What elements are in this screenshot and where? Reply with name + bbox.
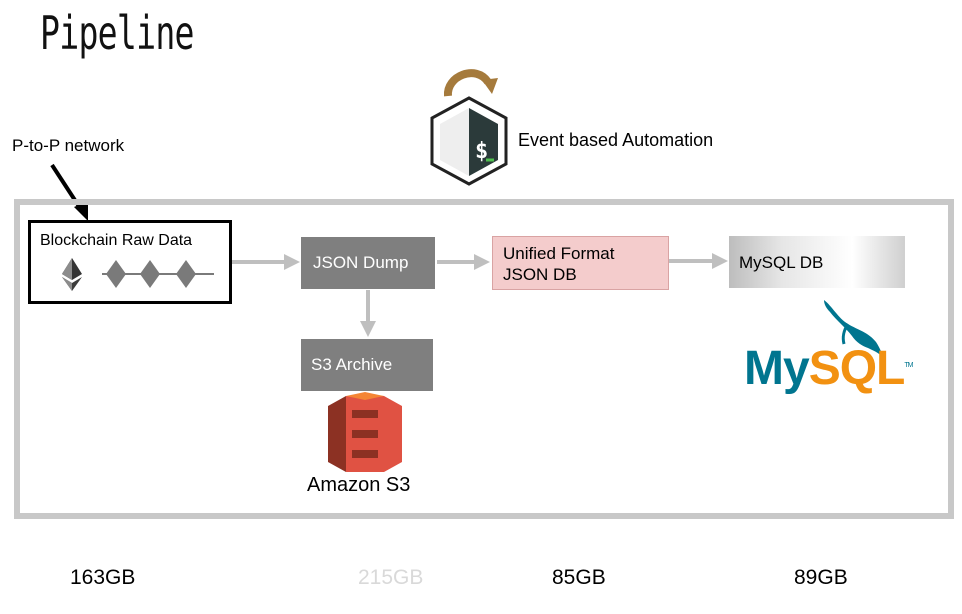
p2p-network-label: P-to-P network <box>12 136 125 155</box>
mysql-logo-my: My <box>744 342 810 395</box>
page-title: Pipeline <box>40 6 194 60</box>
size-json-dump: 215GB <box>358 566 424 589</box>
unified-format-node: Unified Format JSON DB <box>492 236 669 290</box>
json-dump-label: JSON Dump <box>313 253 409 272</box>
s3-archive-node: S3 Archive <box>301 339 433 391</box>
blockchain-raw-data-label: Blockchain Raw Data <box>40 232 193 249</box>
amazon-s3-icon <box>328 392 402 472</box>
svg-text:$: $ <box>475 139 488 164</box>
ethereum-icon <box>62 258 214 291</box>
mysql-logo-sql: SQL <box>808 342 906 395</box>
dolphin-icon <box>824 300 884 358</box>
pipeline-frame <box>14 199 954 519</box>
terminal-bash-icon: $ <box>430 69 508 186</box>
amazon-s3-logo-text: Amazon S3 <box>307 474 411 496</box>
unified-format-label: Unified Format JSON DB <box>503 244 615 284</box>
size-unified-json-db: 85GB <box>552 566 606 589</box>
blockchain-raw-data-node <box>28 220 232 304</box>
refresh-arrow-icon <box>444 69 498 97</box>
mysql-logo-tm: TM <box>904 362 913 369</box>
json-dump-node: JSON Dump <box>301 237 435 289</box>
block-chain-icon <box>102 260 214 288</box>
mysql-logo-text: MySQLTM <box>744 341 913 396</box>
mysql-db-node: MySQL DB <box>729 236 905 288</box>
s3-archive-label: S3 Archive <box>311 355 393 374</box>
size-raw-data: 163GB <box>70 566 136 589</box>
size-mysql-db: 89GB <box>794 566 848 589</box>
mysql-db-label: MySQL DB <box>739 253 824 272</box>
event-automation-label: Event based Automation <box>518 130 714 150</box>
